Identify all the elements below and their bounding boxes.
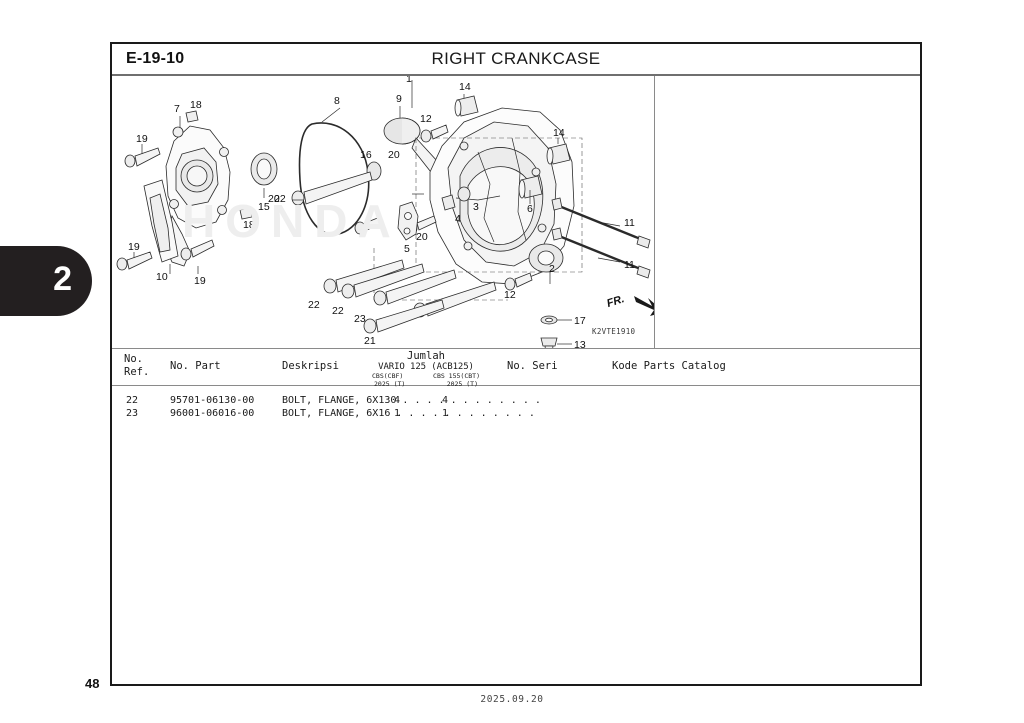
cell-no-part: 95701-06130-00 (170, 395, 255, 406)
cell-qty-variant-2: 4 (442, 395, 449, 406)
svg-text:23: 23 (354, 313, 366, 325)
cell-deskripsi: BOLT, FLANGE, 6X16 . . . . . . . . . . .… (282, 408, 535, 419)
svg-text:19: 19 (136, 133, 148, 145)
section-tab-number: 2 (53, 260, 72, 298)
honda-watermark: HONDA (182, 195, 401, 247)
svg-text:20: 20 (416, 231, 428, 243)
svg-text:4: 4 (455, 213, 461, 225)
cell-qty-variant-1: 1 (394, 408, 401, 419)
svg-text:6: 6 (527, 203, 533, 215)
svg-text:15: 15 (258, 201, 270, 213)
cell-deskripsi: BOLT, FLANGE, 6X130 . . . . . . . . . . … (282, 395, 541, 406)
svg-text:7: 7 (174, 103, 180, 115)
section-tab[interactable]: 2 (0, 246, 92, 316)
col-header-jumlah-model: VARIO 125 (ACB125) (378, 362, 474, 372)
col-header-jumlah: Jumlah (407, 350, 445, 362)
svg-text:16: 16 (360, 149, 372, 161)
col-header-deskripsi: Deskripsi (282, 360, 339, 372)
svg-text:2: 2 (549, 263, 555, 275)
cell-no-part: 96001-06016-00 (170, 408, 255, 419)
svg-text:13: 13 (574, 339, 586, 348)
page-frame: E-19-10 RIGHT CRANKCASE HONDA (110, 42, 922, 686)
svg-text:20: 20 (388, 149, 400, 161)
col-header-no-seri: No. Seri (507, 360, 558, 372)
table-rows: 22 95701-06130-00 BOLT, FLANGE, 6X130 . . … (112, 395, 920, 421)
svg-text:5: 5 (404, 243, 410, 255)
svg-text:12: 12 (420, 113, 432, 125)
exploded-parts-diagram[interactable]: HONDA (112, 76, 654, 348)
cell-qty-variant-2: 1 (442, 408, 449, 419)
footer-date: 2025.09.20 (480, 694, 544, 705)
diagram-zone: HONDA (112, 76, 920, 348)
svg-text:14: 14 (459, 81, 471, 93)
svg-text:11: 11 (624, 259, 635, 271)
table-row[interactable]: 23 96001-06016-00 BOLT, FLANGE, 6X16 . . .… (112, 408, 920, 421)
col-header-variant-1: CBS(CBF) (372, 372, 404, 380)
svg-text:3: 3 (473, 201, 479, 213)
col-header-year-1: 2025 (T) (374, 380, 406, 388)
table-body: 22 95701-06130-00 BOLT, FLANGE, 6X130 . . … (112, 386, 920, 684)
svg-text:17: 17 (574, 315, 586, 327)
svg-text:18: 18 (190, 99, 202, 111)
table-row[interactable]: 22 95701-06130-00 BOLT, FLANGE, 6X130 . . … (112, 395, 920, 408)
page-header: E-19-10 RIGHT CRANKCASE (112, 44, 920, 76)
svg-text:18: 18 (243, 219, 255, 231)
svg-text:1: 1 (406, 76, 412, 85)
table-header: No. Ref. No. Part Deskripsi Jumlah VARIO… (112, 348, 920, 389)
svg-text:19: 19 (194, 275, 206, 287)
col-header-no-part: No. Part (170, 360, 221, 372)
col-header-jumlah-group: Jumlah VARIO 125 (ACB125) CBS(CBF) CBS 1… (370, 350, 482, 389)
svg-text:14: 14 (553, 127, 565, 139)
page-title: RIGHT CRANKCASE (431, 49, 601, 68)
cell-qty-variant-1: 4 (394, 395, 401, 406)
right-blank-panel (654, 76, 920, 348)
col-header-year-2: 2025 (T) (446, 380, 478, 388)
svg-text:21: 21 (364, 335, 376, 347)
svg-text:10: 10 (156, 271, 168, 283)
svg-text:22: 22 (332, 305, 344, 317)
cell-no-ref: 23 (126, 408, 139, 419)
svg-text:12: 12 (504, 289, 516, 301)
cell-no-ref: 22 (126, 395, 139, 406)
col-header-kode-parts-catalog: Kode Parts Catalog (612, 360, 726, 372)
diagram-svg: 1 2 3 4 5 6 7 8 9 10 11 11 12 12 (116, 76, 651, 348)
drawing-code: K2VTE1910 (592, 327, 636, 336)
svg-text:22: 22 (308, 299, 320, 311)
page-number: 48 (85, 676, 100, 691)
svg-text:11: 11 (624, 217, 635, 229)
svg-text:9: 9 (396, 93, 402, 105)
svg-text:8: 8 (334, 95, 340, 107)
col-header-variant-2: CBS 155(CBT) (433, 372, 480, 380)
svg-text:19: 19 (128, 241, 140, 253)
page-code: E-19-10 (126, 50, 185, 67)
front-direction-arrow (634, 296, 654, 316)
svg-text:20: 20 (268, 193, 280, 205)
svg-text:22: 22 (274, 193, 286, 205)
col-header-no-ref: No. Ref. (124, 353, 150, 378)
